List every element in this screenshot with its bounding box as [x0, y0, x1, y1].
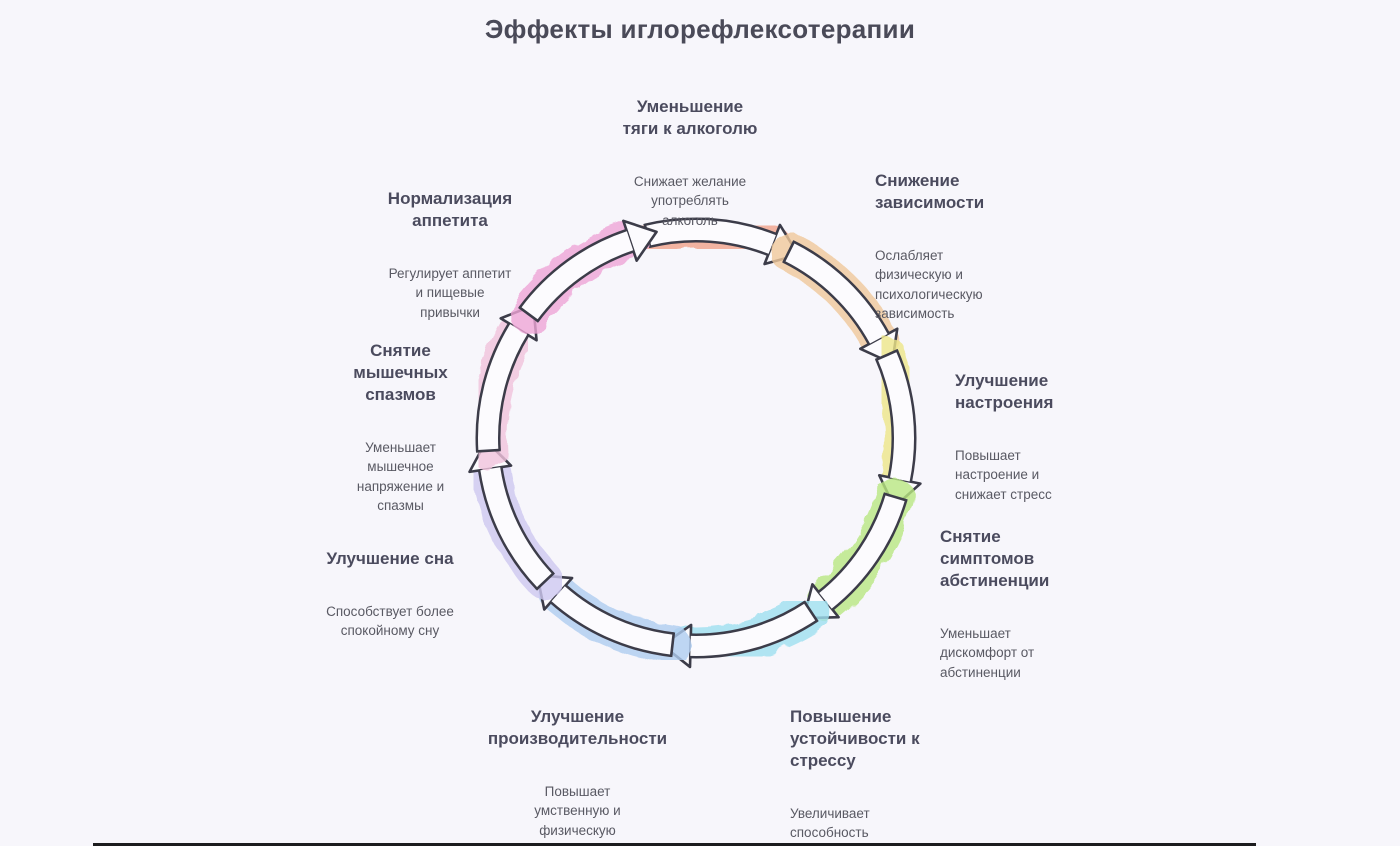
node-improved-performance: Улучшение производительности Повышает ум…: [480, 688, 675, 846]
arrow-appetite-to-craving: [509, 219, 658, 334]
node-desc: Увеличивает способность справляться со с…: [790, 806, 887, 846]
node-improved-mood: Улучшение настроения Повышает настроение…: [955, 352, 1095, 522]
arrow-performance-to-sleep: [535, 573, 692, 664]
node-title: Улучшение настроения: [955, 371, 1054, 413]
node-withdrawal-symptom-relief: Снятие симптомов абстиненции Уменьшает д…: [940, 508, 1090, 700]
node-desc: Снижает желание употреблять алкоголь: [633, 174, 747, 228]
node-title: Нормализация аппетита: [387, 189, 513, 231]
node-desc: Уменьшает мышечное напряжение и спазмы: [356, 440, 445, 513]
node-reduced-dependence: Снижение зависимости Ослабляет физическу…: [875, 152, 1035, 341]
node-appetite-normalization: Нормализация аппетита Регулирует аппетит…: [360, 170, 540, 340]
node-title: Снятие мышечных спазмов: [353, 341, 448, 405]
node-desc: Повышает настроение и снижает стресс: [955, 448, 1052, 502]
page-title: Эффекты иглорефлексотерапии: [484, 14, 916, 44]
node-stress-resilience: Повышение устойчивости к стрессу Увеличи…: [790, 688, 950, 846]
bottom-bar: [93, 843, 1256, 846]
node-title: Улучшение сна: [326, 549, 454, 568]
node-title: Улучшение производительности: [487, 707, 668, 749]
node-desc: Повышает умственную и физическую работос…: [516, 784, 638, 846]
node-title: Снижение зависимости: [875, 171, 985, 213]
node-improved-sleep: Улучшение сна Способствует более спокойн…: [300, 530, 480, 658]
node-title: Снятие симптомов абстиненции: [940, 527, 1050, 591]
node-title: Повышение устойчивости к стрессу: [790, 707, 920, 771]
node-title: Уменьшение тяги к алкоголю: [622, 97, 758, 139]
node-muscle-spasm-relief: Снятие мышечных спазмов Уменьшает мышечн…: [328, 322, 473, 533]
node-reduced-alcohol-craving: Уменьшение тяги к алкоголю Снижает желан…: [595, 78, 785, 248]
node-desc: Уменьшает дискомфорт от абстиненции: [940, 626, 1035, 680]
node-desc: Регулирует аппетит и пищевые привычки: [388, 266, 512, 320]
node-desc: Ослабляет физическую и психологическую з…: [875, 248, 983, 321]
node-desc: Способствует более спокойному сну: [326, 604, 454, 639]
